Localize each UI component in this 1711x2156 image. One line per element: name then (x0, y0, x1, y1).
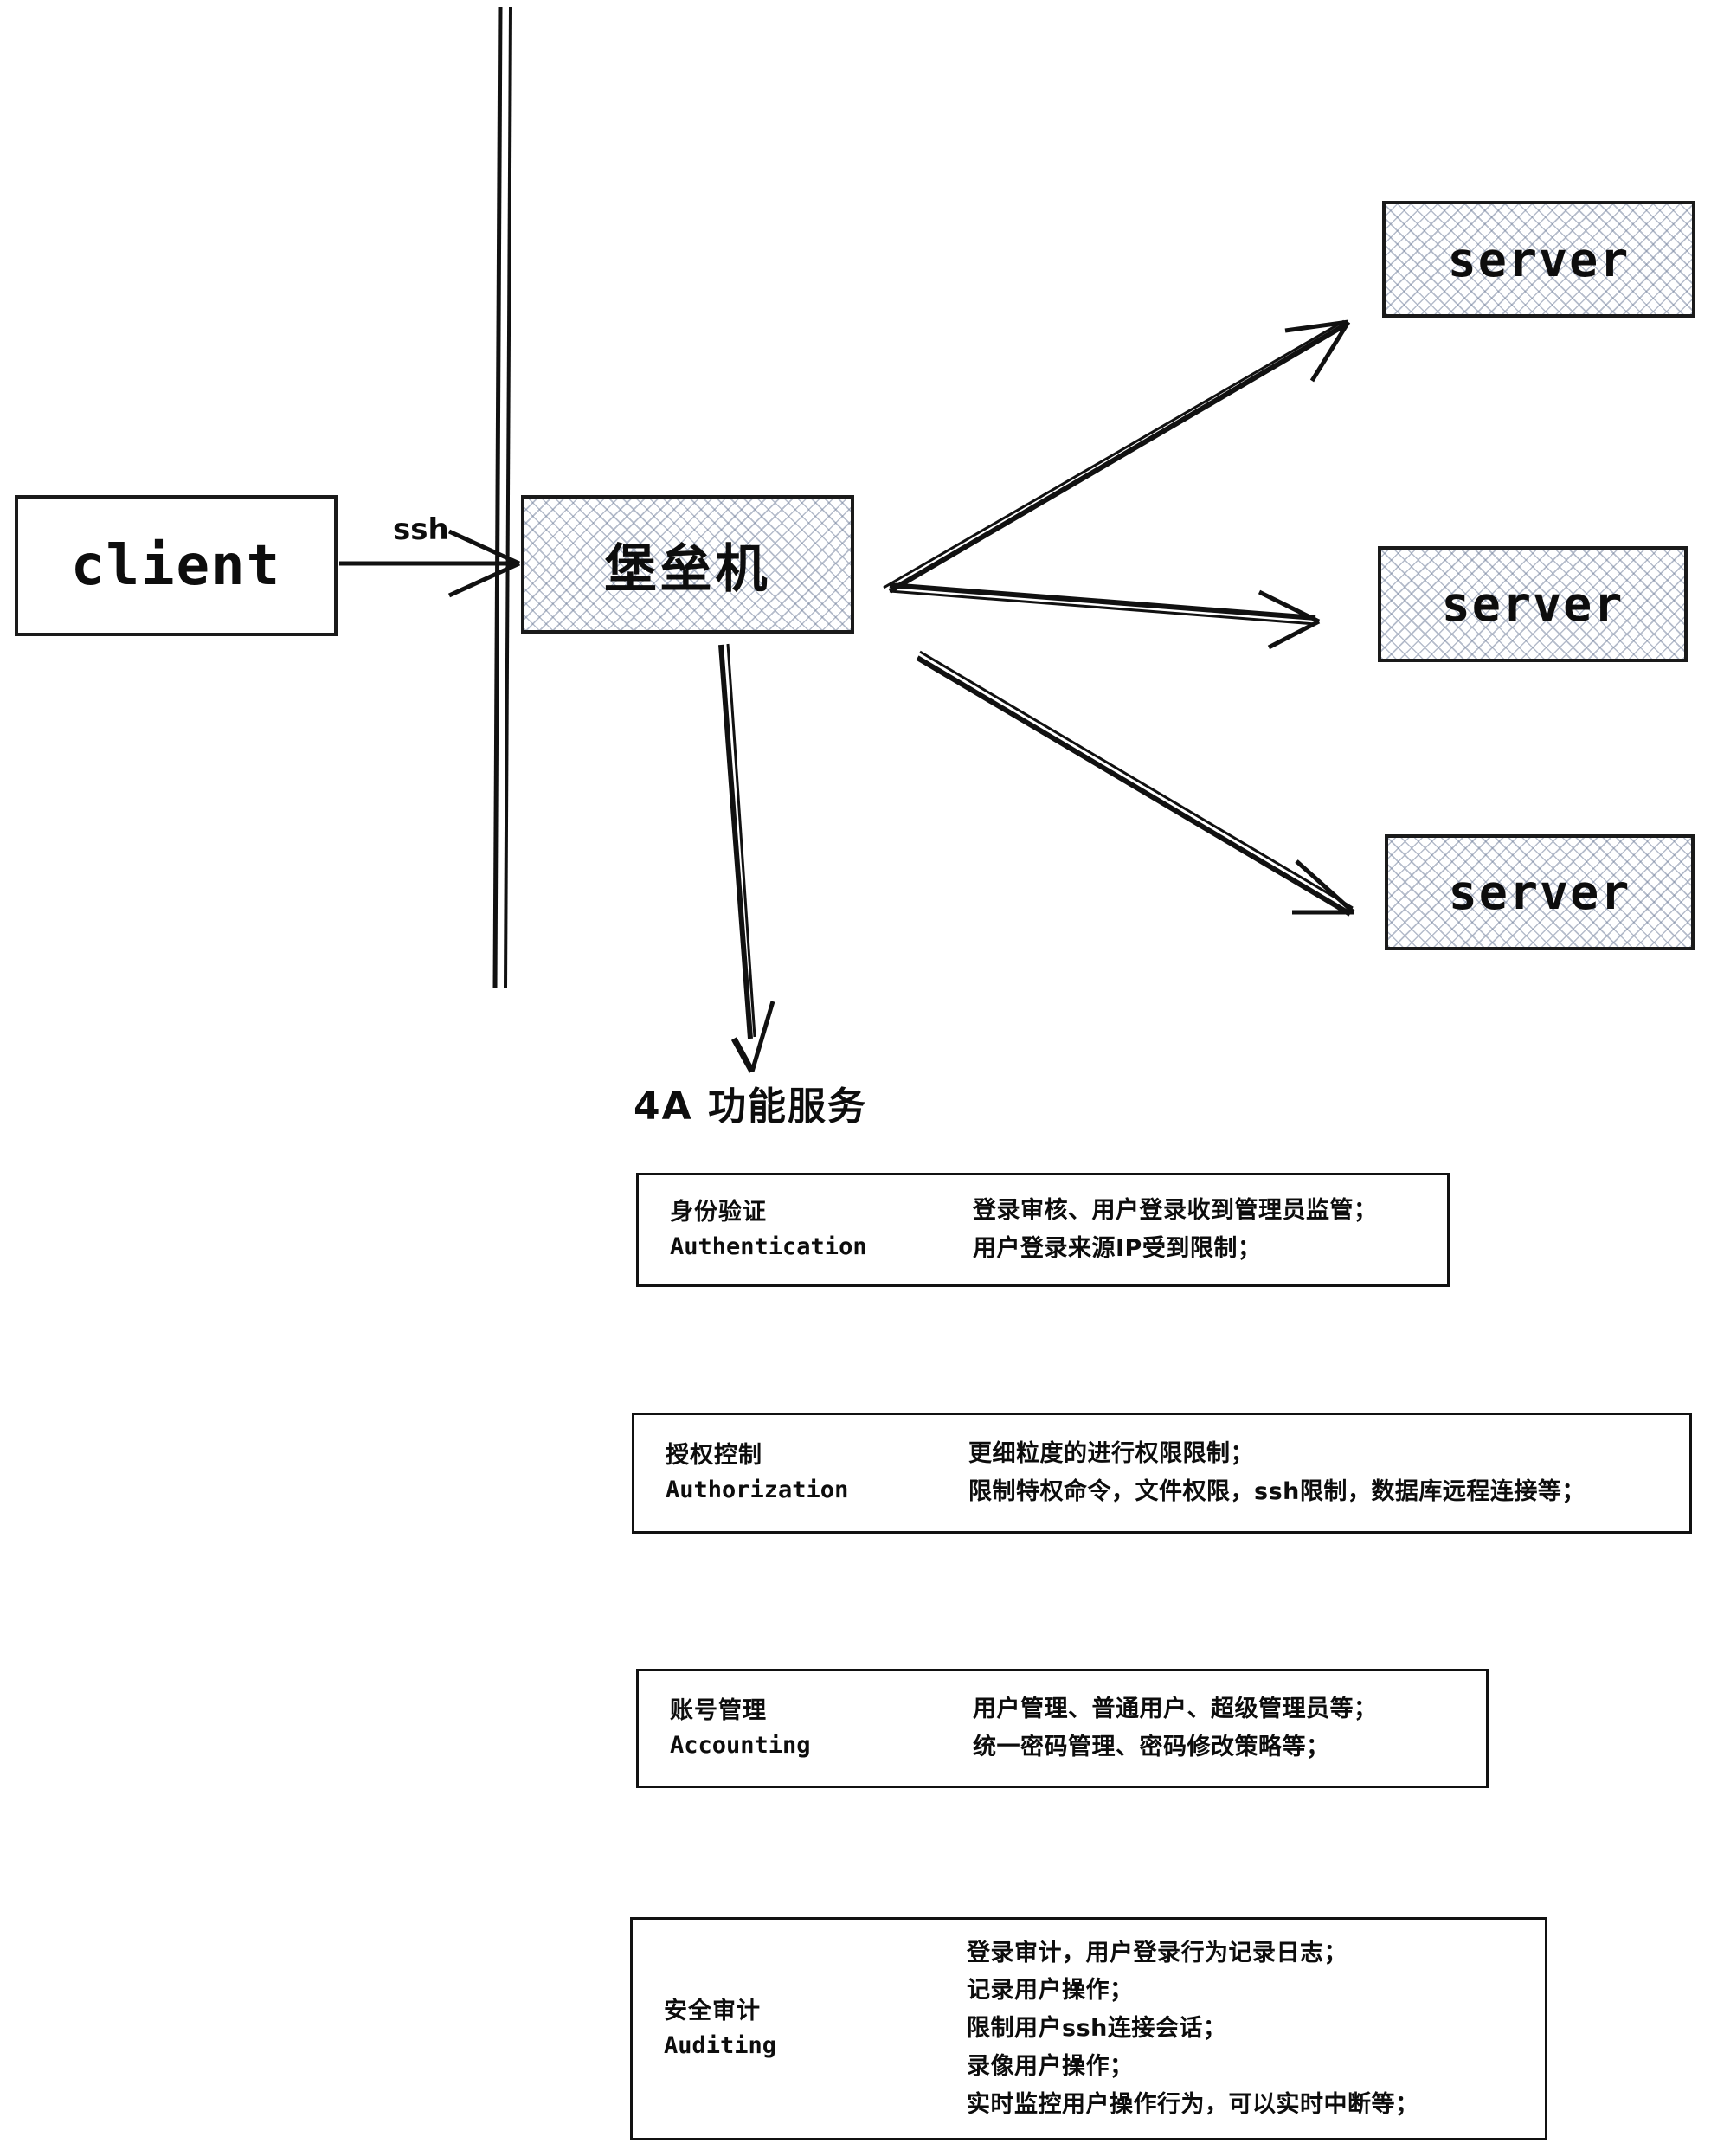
panel-line: 更细粒度的进行权限限制； (968, 1440, 1254, 1468)
node-client-label: client (70, 533, 282, 598)
firewall-boundary-line (492, 6, 512, 989)
panel-line: 登录审核、用户登录收到管理员监管； (973, 1197, 1378, 1225)
node-server-1[interactable]: server (1382, 201, 1695, 318)
panel-authentication-title: 身份验证 Authentication (639, 1195, 973, 1265)
panel-authorization-title: 授权控制 Authorization (634, 1438, 968, 1508)
panel-accounting[interactable]: 账号管理 Accounting 用户管理、普通用户、超级管理员等； 统一密码管理… (636, 1669, 1489, 1788)
node-server-2[interactable]: server (1378, 546, 1688, 662)
edge-bastion-to-4a-services (718, 643, 775, 1073)
node-client[interactable]: client (15, 495, 338, 636)
panel-authorization[interactable]: 授权控制 Authorization 更细粒度的进行权限限制； 限制特权命令，文… (632, 1413, 1692, 1534)
panel-authentication-body: 登录审核、用户登录收到管理员监管； 用户登录来源IP受到限制； (973, 1192, 1447, 1267)
node-server-3-label: server (1448, 865, 1631, 920)
panel-accounting-title-cn: 账号管理 (670, 1697, 767, 1725)
panel-authorization-title-cn: 授权控制 (666, 1442, 762, 1470)
node-server-2-label: server (1441, 576, 1624, 632)
edge-label-ssh: ssh (393, 512, 449, 547)
node-bastion[interactable]: 堡垒机 (521, 495, 854, 634)
panel-authorization-body: 更细粒度的进行权限限制； 限制特权命令，文件权限，ssh限制，数据库远程连接等； (968, 1435, 1689, 1510)
node-server-1-label: server (1447, 231, 1631, 287)
panel-auditing[interactable]: 安全审计 Auditing 登录审计，用户登录行为记录日志； 记录用户操作； 限… (630, 1917, 1547, 2140)
panel-line: 统一密码管理、密码修改策略等； (973, 1734, 1330, 1760)
panel-line: 用户登录来源IP受到限制； (973, 1235, 1262, 1262)
panel-line: 用户管理、普通用户、超级管理员等； (973, 1696, 1378, 1723)
panel-auditing-title: 安全审计 Auditing (633, 1994, 967, 2063)
edge-bastion-to-server-2 (889, 582, 1321, 650)
node-bastion-label: 堡垒机 (604, 538, 771, 600)
panel-line: 限制用户ssh连接会话； (967, 2015, 1227, 2043)
panel-line: 限制特权命令，文件权限，ssh限制，数据库远程连接等； (968, 1478, 1586, 1505)
panel-auditing-title-cn: 安全审计 (664, 1998, 761, 2025)
edge-bastion-to-server-3 (916, 650, 1355, 917)
panel-line: 登录审计，用户登录行为记录日志； (967, 1939, 1348, 1966)
panel-accounting-body: 用户管理、普通用户、超级管理员等； 统一密码管理、密码修改策略等； (973, 1690, 1486, 1766)
panel-auditing-body: 登录审计，用户登录行为记录日志； 记录用户操作； 限制用户ssh连接会话； 录像… (967, 1934, 1545, 2124)
panel-authentication-title-en: Authentication (670, 1233, 867, 1260)
panel-authorization-title-en: Authorization (666, 1477, 849, 1503)
panel-line: 记录用户操作； (967, 1977, 1134, 2005)
panel-line: 录像用户操作； (967, 2052, 1134, 2080)
panel-accounting-title: 账号管理 Accounting (639, 1694, 973, 1763)
panel-line: 实时监控用户操作行为，可以实时中断等； (967, 2090, 1419, 2118)
section-title-4a: 4A 功能服务 (634, 1084, 867, 1129)
panel-authentication-title-cn: 身份验证 (670, 1199, 767, 1226)
panel-authentication[interactable]: 身份验证 Authentication 登录审核、用户登录收到管理员监管； 用户… (636, 1173, 1450, 1287)
panel-auditing-title-en: Auditing (664, 2032, 777, 2059)
edge-bastion-to-server-1 (883, 319, 1351, 594)
node-server-3[interactable]: server (1385, 834, 1695, 950)
panel-accounting-title-en: Accounting (670, 1732, 811, 1759)
